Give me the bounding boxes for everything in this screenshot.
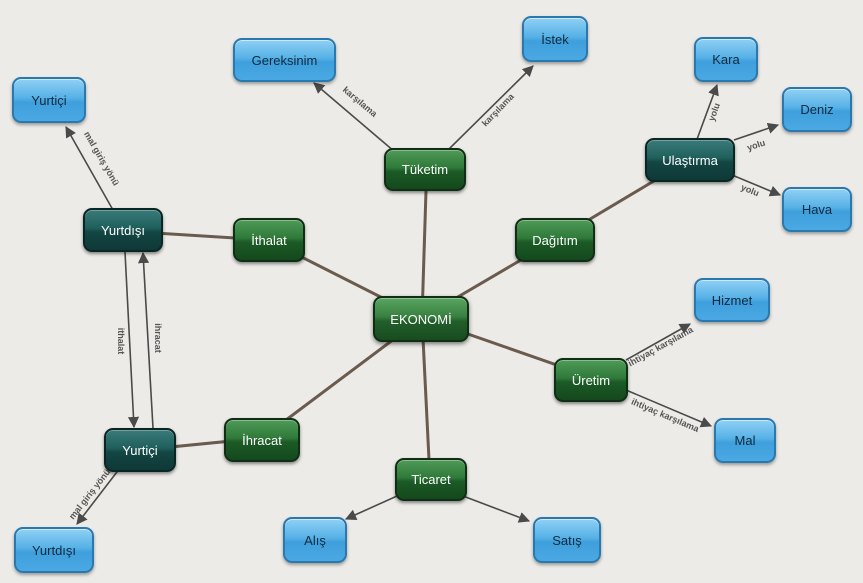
node-yurtdisi-top[interactable]: Yurtdışı	[83, 208, 163, 252]
node-kara[interactable]: Kara	[694, 37, 758, 82]
node-hizmet[interactable]: Hizmet	[694, 278, 770, 322]
edge-label-mal-giris-bottom: mal giriş yönü	[67, 467, 112, 521]
edge-label-mal-giris-top: mal giriş yönü	[82, 130, 121, 188]
edge-label-ihracat-vertical: ihracat	[153, 323, 163, 353]
arrow-ulastirma-hava	[731, 174, 782, 197]
edge-label-ihtiyac-hizmet: ihtiyaç karşılama	[626, 324, 695, 368]
node-yurtdisi-bottom[interactable]: Yurtdışı	[14, 527, 94, 573]
edge-label-yolu-hava: yolu	[740, 182, 761, 198]
node-uretim[interactable]: Üretim	[554, 358, 628, 402]
node-mal[interactable]: Mal	[714, 418, 776, 463]
node-ihracat[interactable]: İhracat	[224, 418, 300, 462]
node-istek[interactable]: İstek	[522, 16, 588, 62]
edge-label-karsilama-gereksinim: karşılama	[341, 85, 380, 120]
node-tuketim[interactable]: Tüketim	[384, 148, 466, 191]
node-hava[interactable]: Hava	[782, 187, 852, 232]
node-ulastirma[interactable]: Ulaştırma	[645, 138, 735, 182]
node-ithalat[interactable]: İthalat	[233, 218, 305, 262]
node-alis[interactable]: Alış	[283, 517, 347, 563]
edge-label-yolu-deniz: yolu	[746, 138, 767, 153]
node-ekonomi[interactable]: EKONOMİ	[373, 296, 469, 342]
arrow-yurtdisi-yurtici-top	[65, 126, 114, 211]
edge-label-karsilama-istek: karşılama	[480, 91, 517, 129]
edge-label-yolu-kara: yolu	[706, 102, 722, 123]
arrow-ulastirma-kara	[695, 83, 719, 143]
arrow-ticaret-alis	[344, 495, 398, 520]
node-yurtici-top[interactable]: Yurtiçi	[12, 77, 86, 123]
node-satis[interactable]: Satış	[533, 517, 601, 563]
node-gereksinim[interactable]: Gereksinim	[233, 38, 336, 82]
node-dagitim[interactable]: Dağıtım	[515, 218, 595, 262]
arrow-ithalat-down	[124, 251, 140, 429]
connector-ekonomi-ticaret	[420, 317, 432, 481]
arrow-tuketim-istek	[447, 65, 534, 151]
arrow-connectors	[65, 65, 782, 525]
edge-label-ihtiyac-mal: ihtiyaç karşılama	[630, 396, 702, 434]
node-yurtici-bottom[interactable]: Yurtiçi	[104, 428, 176, 472]
node-deniz[interactable]: Deniz	[782, 87, 852, 132]
arrow-ihracat-up	[137, 251, 154, 429]
arrow-ticaret-satis	[462, 495, 531, 523]
edge-label-ithalat-vertical: ithalat	[116, 328, 126, 355]
arrow-uretim-mal	[625, 389, 713, 428]
arrow-tuketim-gereksinim	[313, 82, 396, 153]
arrow-yurtici-yurtdisi-bottom	[76, 467, 121, 525]
arrow-uretim-hizmet	[625, 323, 691, 361]
node-ticaret[interactable]: Ticaret	[395, 458, 467, 501]
arrow-ulastirma-deniz	[733, 122, 780, 141]
